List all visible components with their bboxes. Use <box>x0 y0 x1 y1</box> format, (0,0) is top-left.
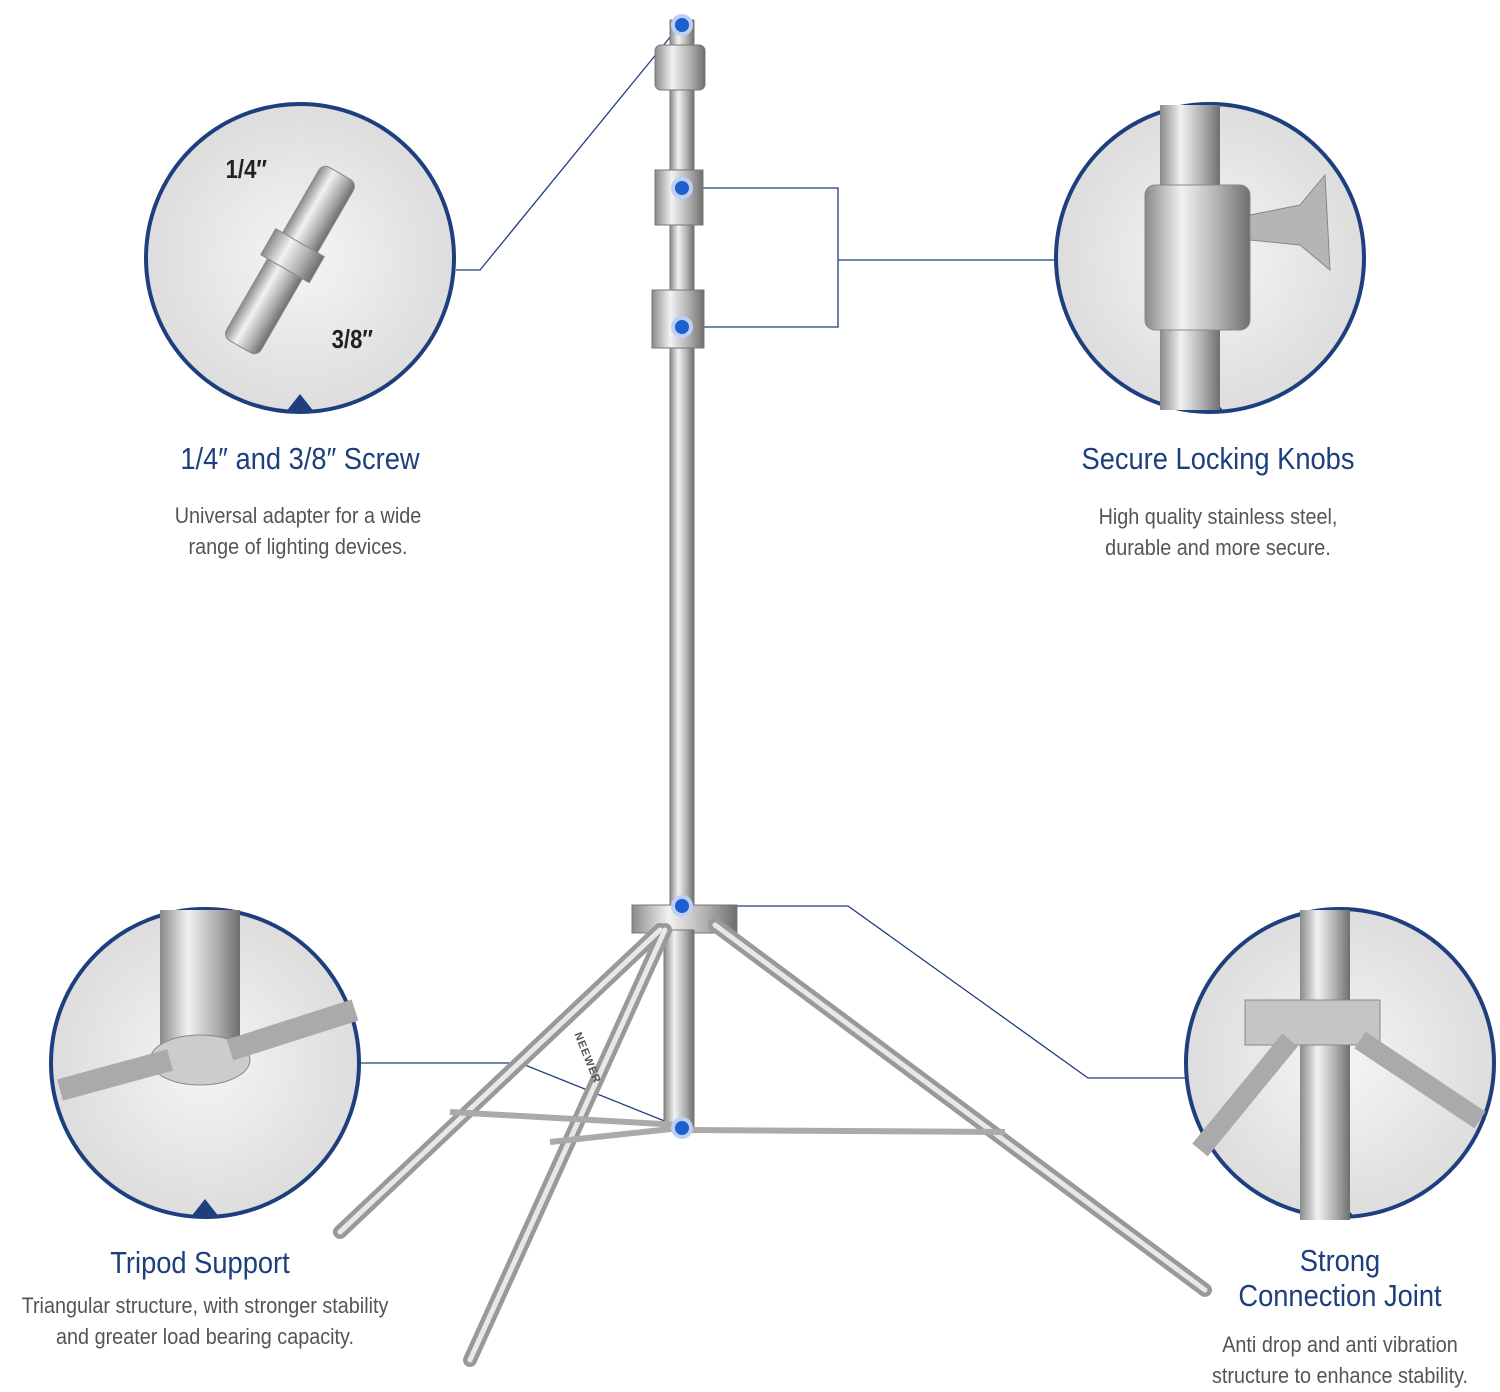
callout-desc-joint: Anti drop and anti vibration structure t… <box>1211 1332 1469 1388</box>
tripod-detail <box>57 910 359 1101</box>
three-eighths-label: 3/8″ <box>331 324 373 354</box>
joint-detail <box>1192 910 1486 1220</box>
leader-lines <box>360 24 1186 1129</box>
hotspot-markers <box>671 14 693 1139</box>
callout-desc-screw: Universal adapter for a wide range of li… <box>174 503 422 559</box>
callout-title-joint: Strong Connection Joint <box>1238 1243 1442 1313</box>
adapter-detail <box>225 165 355 355</box>
callout-title-tripod: Tripod Support <box>110 1245 290 1280</box>
knob-detail <box>1144 105 1331 410</box>
callout-title-screw: 1/4″ and 3/8″ Screw <box>180 441 420 476</box>
callout-desc-tripod: Triangular structure, with stronger stab… <box>21 1293 389 1349</box>
callout-desc-knobs: High quality stainless steel, durable an… <box>1098 504 1338 560</box>
quarter-inch-label: 1/4″ <box>225 154 267 184</box>
callout-title-knobs: Secure Locking Knobs <box>1081 441 1355 476</box>
